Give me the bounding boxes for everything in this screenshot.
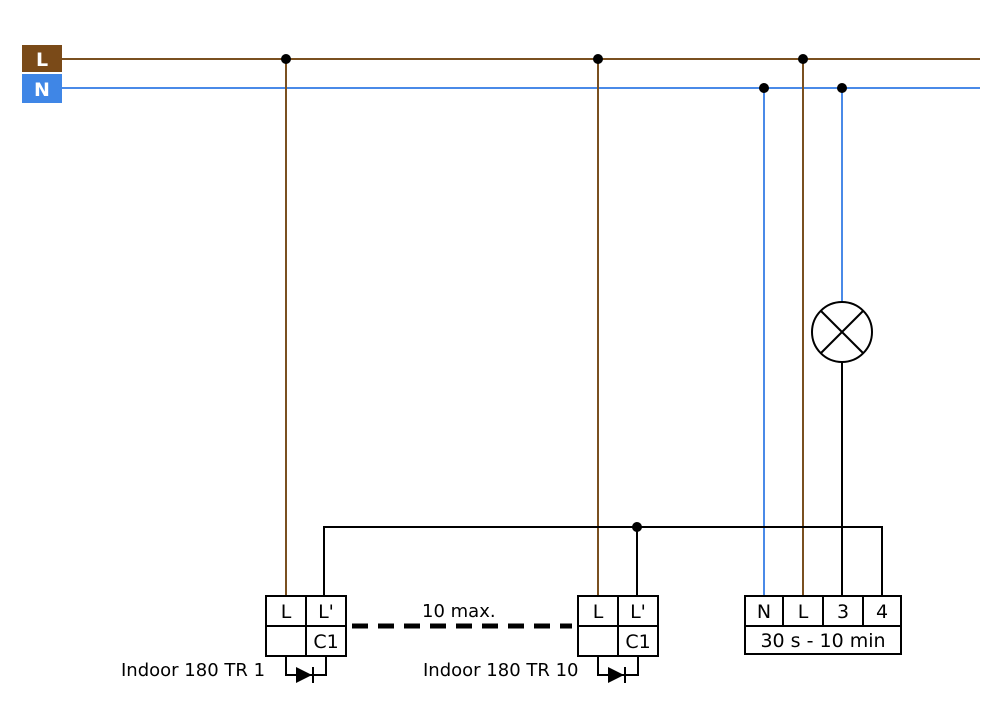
neutral-rail-label: N	[34, 79, 50, 101]
link-label: 10 max.	[422, 601, 496, 622]
detector-1-terminal-block: L L' C1	[265, 595, 347, 657]
control-bus	[323, 526, 883, 596]
neutral-rail-tag: N	[22, 74, 62, 103]
junction-dot	[837, 83, 847, 93]
detector-10-caption: Indoor 180 TR 10	[423, 660, 579, 681]
live-rail-label: L	[36, 49, 48, 71]
detector-1-terminal-lp: L'	[318, 601, 334, 623]
detector-1-terminal-l: L	[281, 601, 292, 623]
detector-10-terminal-block: L L' C1	[577, 595, 659, 657]
timer-terminal-l: L	[798, 601, 809, 623]
detector-1-terminal-c1: C1	[313, 631, 338, 653]
lamp-icon	[811, 301, 873, 363]
detector-10-terminal-c1: C1	[625, 631, 650, 653]
pushbutton-icon	[597, 656, 639, 683]
live-rail-tag: L	[22, 45, 62, 72]
detector-10-terminal-l: L	[593, 601, 604, 623]
timer-terminal-n: N	[757, 601, 771, 623]
detector-1-caption: Indoor 180 TR 1	[121, 660, 265, 681]
junction-dot	[593, 54, 603, 64]
pushbutton-icon	[285, 656, 327, 683]
timer-terminal-block: N L 3 4 30 s - 10 min	[744, 595, 902, 655]
junction-dot	[632, 522, 642, 532]
detector-10-terminal-lp: L'	[630, 601, 646, 623]
timer-terminal-3: 3	[837, 601, 849, 623]
junction-dot	[281, 54, 291, 64]
junction-dot	[798, 54, 808, 64]
timer-range: 30 s - 10 min	[760, 630, 885, 652]
timer-terminal-4: 4	[876, 601, 888, 623]
junction-dot	[759, 83, 769, 93]
